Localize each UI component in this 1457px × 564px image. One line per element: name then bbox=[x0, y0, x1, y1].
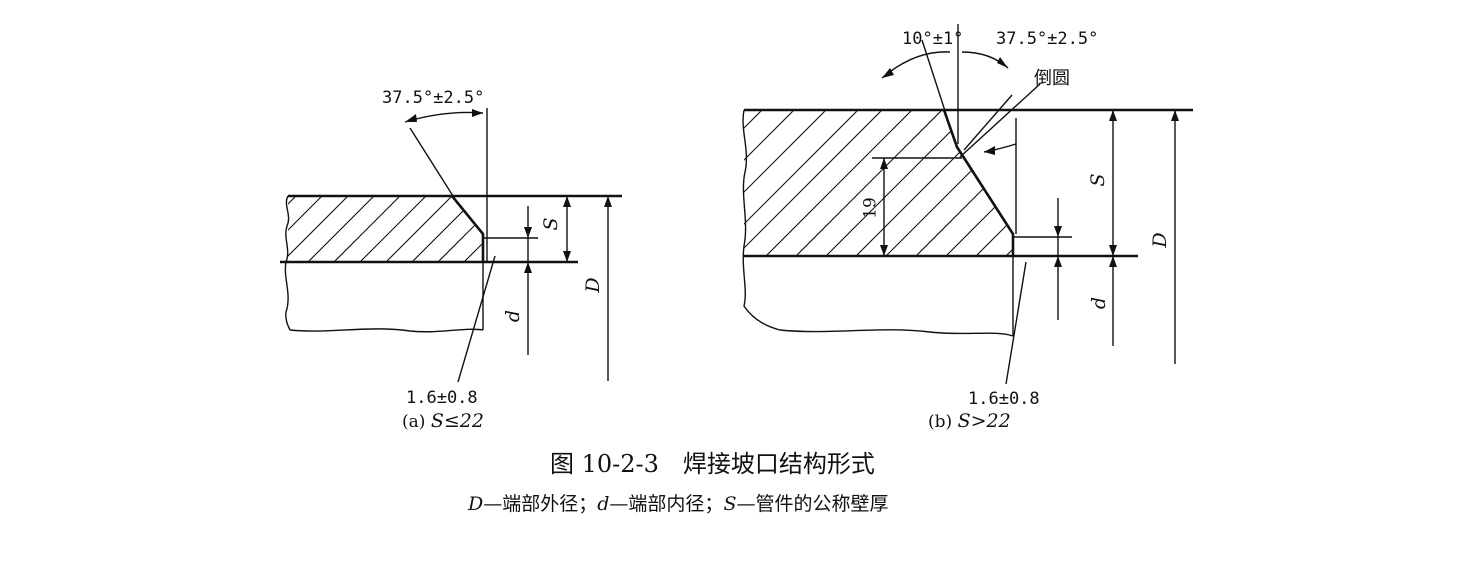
figure-b-dimensions bbox=[872, 24, 1179, 385]
figure-a-inner-label: d bbox=[502, 310, 524, 322]
figure-a-pipe-outline bbox=[280, 194, 622, 333]
figure-title: 图 10-2-3 焊接坡口结构形式 bbox=[550, 450, 875, 478]
figure-b-labels: 10°±1° 37.5°±2.5° 倒圆 19 S d D 1.6±0.8 (b… bbox=[861, 29, 1172, 432]
figure-b-outer-label: D bbox=[1149, 232, 1171, 248]
figure-b-pipe-outline bbox=[742, 108, 1193, 337]
figure-a-dimensions bbox=[404, 108, 612, 383]
figure-a-hatching bbox=[288, 196, 483, 262]
figure-b-angle-large-label: 37.5°±2.5° bbox=[996, 29, 1098, 49]
figure-b-caption: (b) S>22 bbox=[928, 410, 1011, 432]
figure-legend: D—端部外径；d—端部内径；S—管件的公称壁厚 bbox=[467, 493, 888, 515]
figure-b-angle-small-label: 10°±1° bbox=[902, 29, 963, 49]
figure-b-hatching bbox=[744, 110, 1013, 256]
figure-b-inner-label: d bbox=[1088, 297, 1110, 309]
figure-a-root-label: 1.6±0.8 bbox=[406, 388, 478, 408]
figure-b-height-label: 19 bbox=[861, 197, 881, 219]
figure-a-labels: 37.5°±2.5° S d D 1.6±0.8 (a) S≤22 bbox=[382, 88, 604, 432]
figure-a-outer-label: D bbox=[582, 277, 604, 293]
figure-a-caption: (a) S≤22 bbox=[402, 410, 484, 432]
figure-b-root-label: 1.6±0.8 bbox=[968, 389, 1040, 409]
figure-b-thickness-label: S bbox=[1087, 173, 1109, 186]
figure-caption: 图 10-2-3 焊接坡口结构形式 D—端部外径；d—端部内径；S—管件的公称壁… bbox=[467, 450, 888, 515]
figure-a-thickness-label: S bbox=[540, 217, 562, 230]
figure-b-round-label: 倒圆 bbox=[1034, 68, 1070, 89]
figure-a-angle-label: 37.5°±2.5° bbox=[382, 88, 484, 108]
figure-b: 10°±1° 37.5°±2.5° 倒圆 19 S d D 1.6±0.8 (b… bbox=[742, 24, 1193, 432]
figure-a: 37.5°±2.5° S d D 1.6±0.8 (a) S≤22 bbox=[280, 88, 622, 432]
